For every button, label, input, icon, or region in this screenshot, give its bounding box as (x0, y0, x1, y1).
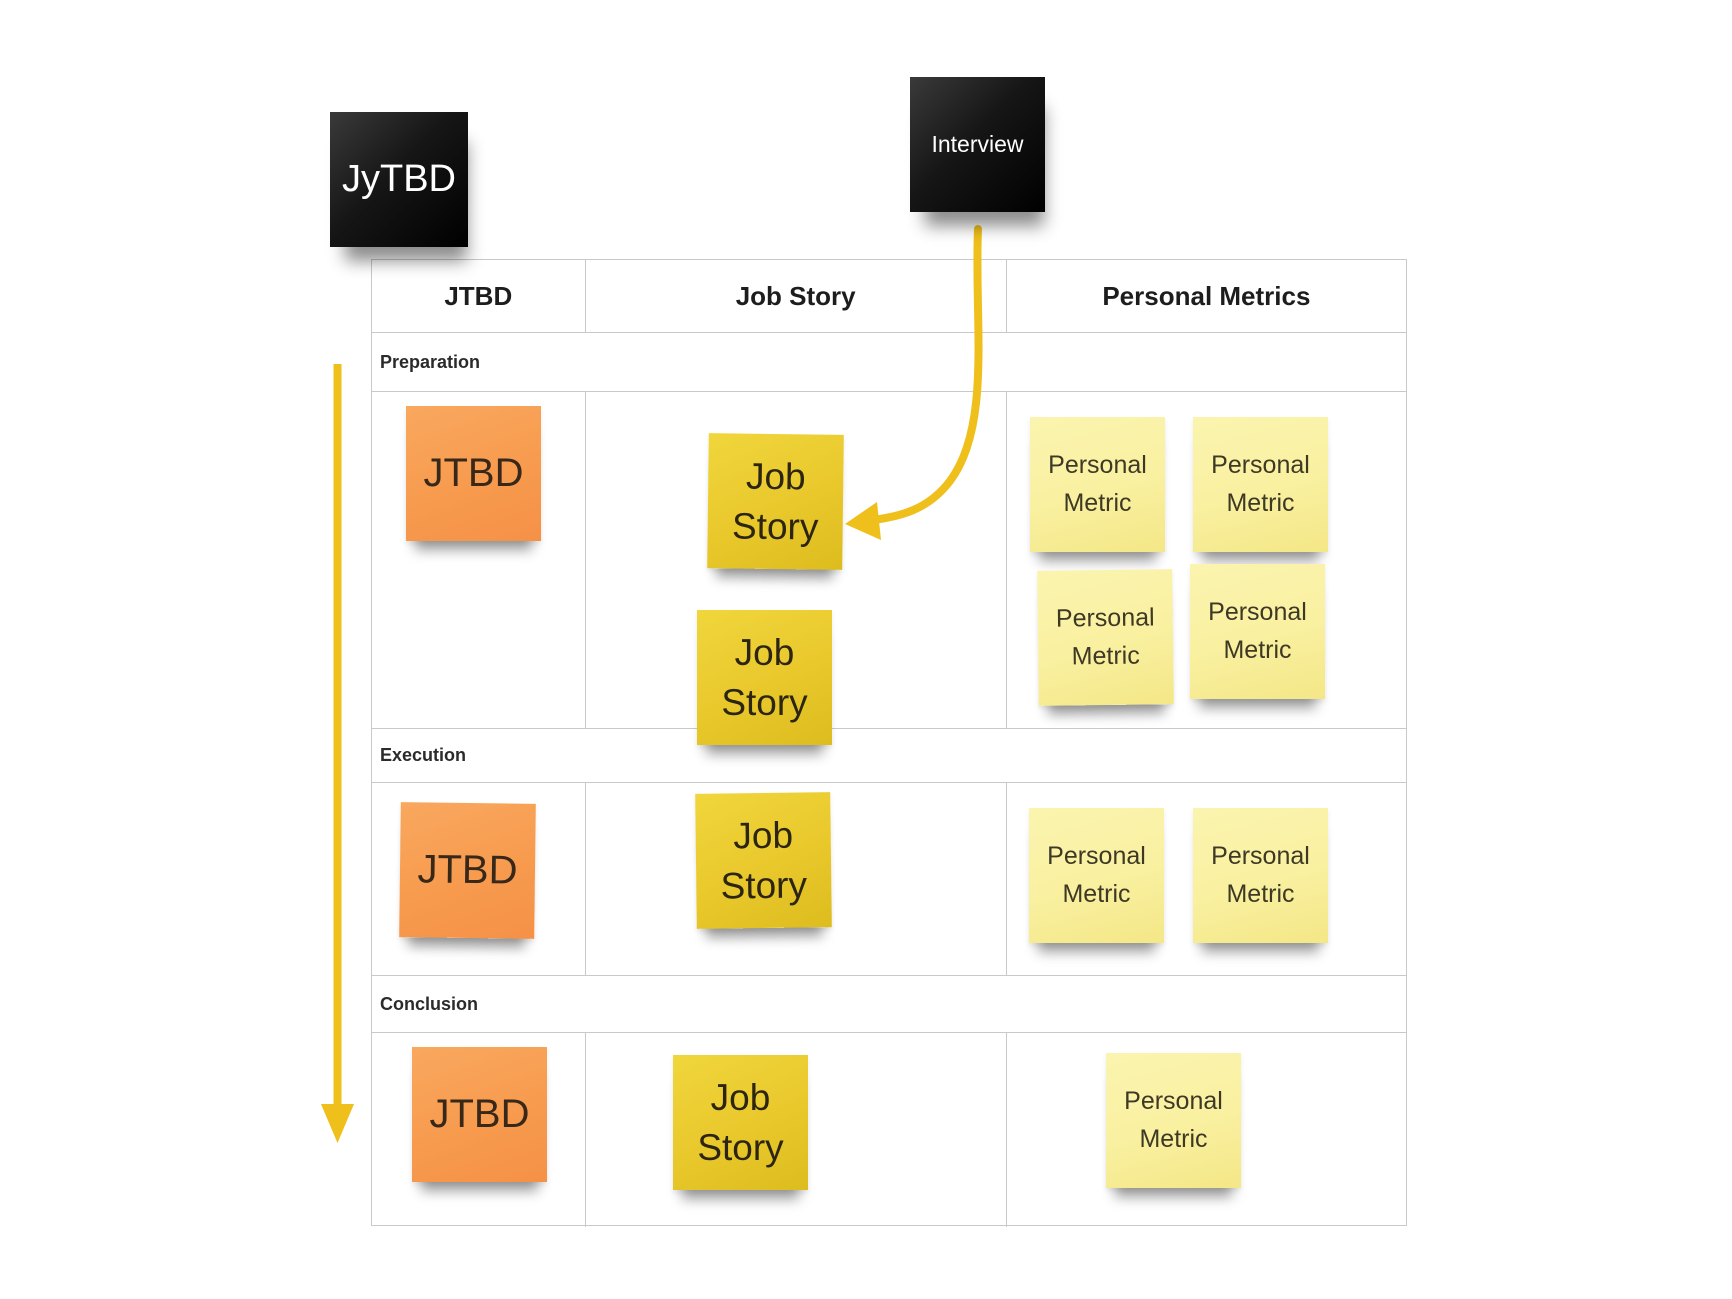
note-text: Interview (910, 131, 1045, 158)
note-text: JTBD (400, 847, 536, 894)
section-row-conclusion (372, 1033, 1406, 1227)
note-text: Personal Metric (1106, 1083, 1241, 1158)
column-header-personal-metrics: Personal Metrics (1007, 260, 1406, 332)
sticky-note-job-story[interactable]: Job Story (707, 433, 844, 570)
note-text-line: Personal (1208, 598, 1307, 626)
section-label: Execution (380, 745, 467, 765)
sticky-note-job-story[interactable]: Job Story (697, 610, 832, 745)
sticky-note-personal-metric[interactable]: Personal Metric (1193, 417, 1328, 552)
note-text-line: Metric (1062, 879, 1131, 908)
section-row-execution (372, 783, 1406, 976)
note-text: Personal Metric (1029, 838, 1164, 913)
note-text-line: Story (720, 863, 808, 907)
cell-conclusion-job-story (586, 1033, 1007, 1227)
note-text: JTBD (406, 451, 541, 496)
cell-conclusion-jtbd (372, 1033, 586, 1227)
note-text-line: Metric (1223, 635, 1292, 664)
cell-execution-job-story (586, 783, 1007, 975)
note-text-line: Personal (1211, 842, 1310, 870)
note-text-line: Personal (1047, 842, 1146, 870)
column-header-job-story: Job Story (586, 260, 1007, 332)
note-text-line: Personal (1211, 451, 1310, 479)
note-text-line: Story (697, 1126, 784, 1168)
sticky-note-personal-metric[interactable]: Personal Metric (1190, 564, 1325, 699)
sticky-note-interview[interactable]: Interview (910, 77, 1045, 212)
column-header-label: JTBD (444, 280, 513, 311)
note-text: Job Story (673, 1073, 808, 1173)
section-row-preparation (372, 392, 1406, 729)
sticky-note-jtbd[interactable]: JTBD (406, 406, 541, 541)
column-header-jtbd: JTBD (372, 260, 586, 332)
cell-preparation-job-story (586, 392, 1007, 728)
sticky-note-job-story[interactable]: Job Story (695, 792, 832, 929)
note-text-line: Metric (1226, 879, 1295, 908)
note-text-line: Job (734, 631, 795, 673)
note-text-line: Metric (1139, 1124, 1208, 1153)
note-text-line: JTBD (429, 1092, 530, 1136)
note-text: Personal Metric (1193, 838, 1328, 913)
column-header-label: Job Story (735, 280, 856, 311)
note-text-line: Story (721, 681, 808, 723)
section-label: Preparation (380, 351, 481, 372)
note-text-line: Interview (931, 131, 1024, 157)
note-text-line: Metric (1071, 641, 1140, 670)
note-text-line: Job (733, 814, 794, 856)
note-text: Job Story (697, 628, 832, 728)
sticky-note-jtbd[interactable]: JTBD (399, 802, 536, 939)
note-text: Job Story (707, 451, 843, 553)
sticky-note-jytbd[interactable]: JyTBD (330, 112, 468, 247)
note-text-line: Story (731, 504, 819, 548)
note-text-line: Personal (1055, 603, 1155, 633)
note-text-line: JyTBD (342, 158, 456, 200)
note-text-line: JTBD (417, 847, 518, 893)
cell-preparation-jtbd (372, 392, 586, 728)
column-header-label: Personal Metrics (1102, 280, 1311, 311)
note-text-line: Metric (1063, 488, 1132, 517)
note-text: JTBD (412, 1092, 547, 1137)
sticky-note-personal-metric[interactable]: Personal Metric (1193, 808, 1328, 943)
note-text-line: Job (710, 1076, 771, 1118)
note-text: JyTBD (330, 158, 468, 201)
note-text-line: Job (745, 455, 806, 497)
note-text: Personal Metric (1190, 594, 1325, 669)
note-text: Personal Metric (1030, 447, 1165, 522)
sticky-note-personal-metric[interactable]: Personal Metric (1030, 417, 1165, 552)
note-text-line: Metric (1226, 488, 1295, 517)
sticky-note-personal-metric[interactable]: Personal Metric (1029, 808, 1164, 943)
process-flow-arrow-down[interactable] (321, 364, 354, 1143)
sticky-note-personal-metric[interactable]: Personal Metric (1037, 569, 1174, 706)
sticky-note-job-story[interactable]: Job Story (673, 1055, 808, 1190)
section-label-preparation: Preparation (372, 333, 1406, 392)
section-label-conclusion: Conclusion (372, 976, 1406, 1033)
cell-execution-jtbd (372, 783, 586, 975)
section-label: Conclusion (380, 993, 478, 1014)
note-text: Personal Metric (1038, 599, 1174, 676)
table-header-row: JTBD Job Story Personal Metrics (372, 260, 1406, 333)
section-label-execution: Execution (372, 729, 1406, 783)
note-text: Job Story (695, 810, 831, 912)
note-text-line: Personal (1124, 1087, 1223, 1115)
note-text: Personal Metric (1193, 447, 1328, 522)
note-text-line: Personal (1048, 451, 1147, 479)
sticky-note-personal-metric[interactable]: Personal Metric (1106, 1053, 1241, 1188)
note-text-line: JTBD (423, 451, 524, 495)
sticky-note-jtbd[interactable]: JTBD (412, 1047, 547, 1182)
